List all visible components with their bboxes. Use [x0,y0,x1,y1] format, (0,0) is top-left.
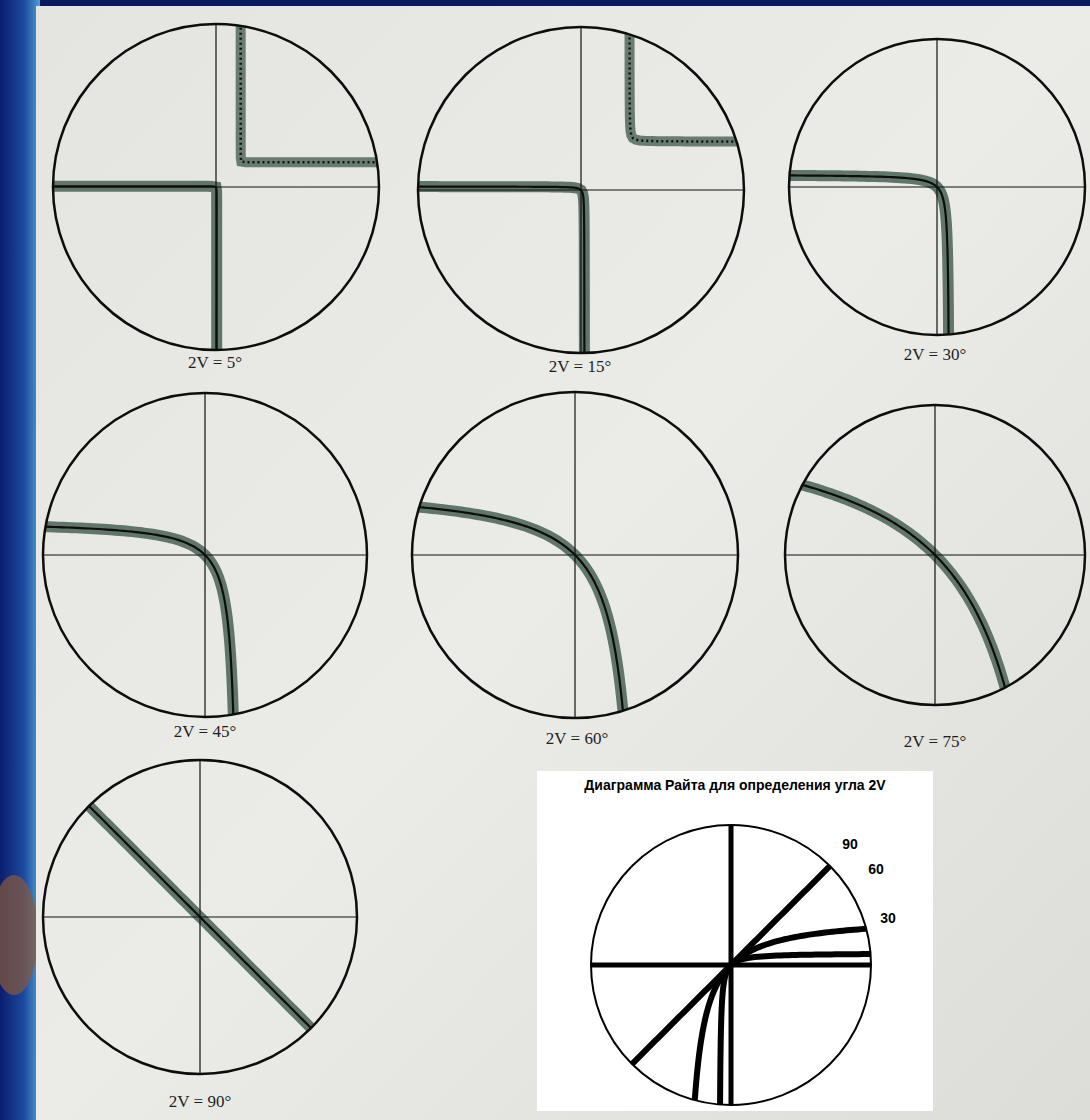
isogyre-group [22,739,377,1094]
isogyre-line [216,187,585,556]
figure-caption: 2V = 5° [188,353,242,373]
interference-figure [0,0,609,555]
isogyre-line [614,175,949,510]
isogyre-band [22,739,377,1094]
wright-diagram [537,771,933,1111]
figure-caption: 2V = 90° [169,1092,231,1112]
interference-figure [22,739,377,1094]
angle-value: 60 [868,861,884,877]
interference-figure [0,393,367,890]
inset-title: Диаграмма Райта для определения угла 2V [537,771,933,793]
field-circle [43,760,357,1074]
interference-figure [614,39,1085,510]
wright-curve [720,954,933,1111]
wright-curve [573,807,890,1111]
isogyre-band [216,187,585,556]
isogyre-line [688,462,1027,801]
figure-caption: 2V = 45° [174,722,236,742]
crosshair [936,39,937,335]
book-page [36,6,1090,1120]
isogyre-band [688,462,1027,801]
inset-box: Диаграмма Райта для определения угла 2V [537,771,933,1111]
field-circle [789,39,1085,335]
isogyre-line [241,0,610,162]
interference-figure [216,0,999,555]
crosshair [215,24,216,350]
wright-curves [573,807,933,1111]
interference-figure [688,405,1085,802]
field-circle [412,392,738,718]
field-circle [591,825,871,1105]
angle-value: 30 [880,910,896,926]
isogyre-band [241,0,610,162]
wright-curve [689,923,933,1111]
isogyre-group [0,0,609,555]
isogyre-group [216,0,999,555]
crosshair [199,760,200,1074]
isogyre-band [614,175,949,510]
isogyre-group [688,462,1027,801]
isogyre-line [0,186,217,555]
crosshair [580,27,581,353]
isogyre-group [614,175,949,510]
slide-decoration [0,875,38,995]
field-circle [43,393,367,717]
angle-value: 90 [842,836,858,852]
field-circle [418,27,744,353]
isogyre-band [629,0,998,142]
field-circle [785,405,1085,705]
crosshair [204,393,205,717]
crosshair [574,392,575,718]
isogyre-band [0,186,217,555]
figure-caption: 2V = 15° [549,357,611,377]
figure-caption: 2V = 60° [546,729,608,749]
field-circle [53,24,379,350]
figure-caption: 2V = 30° [904,345,966,365]
figure-caption: 2V = 75° [904,732,966,752]
isogyre-line [22,739,377,1094]
isogyre-line [629,0,998,142]
crosshair [934,405,935,705]
